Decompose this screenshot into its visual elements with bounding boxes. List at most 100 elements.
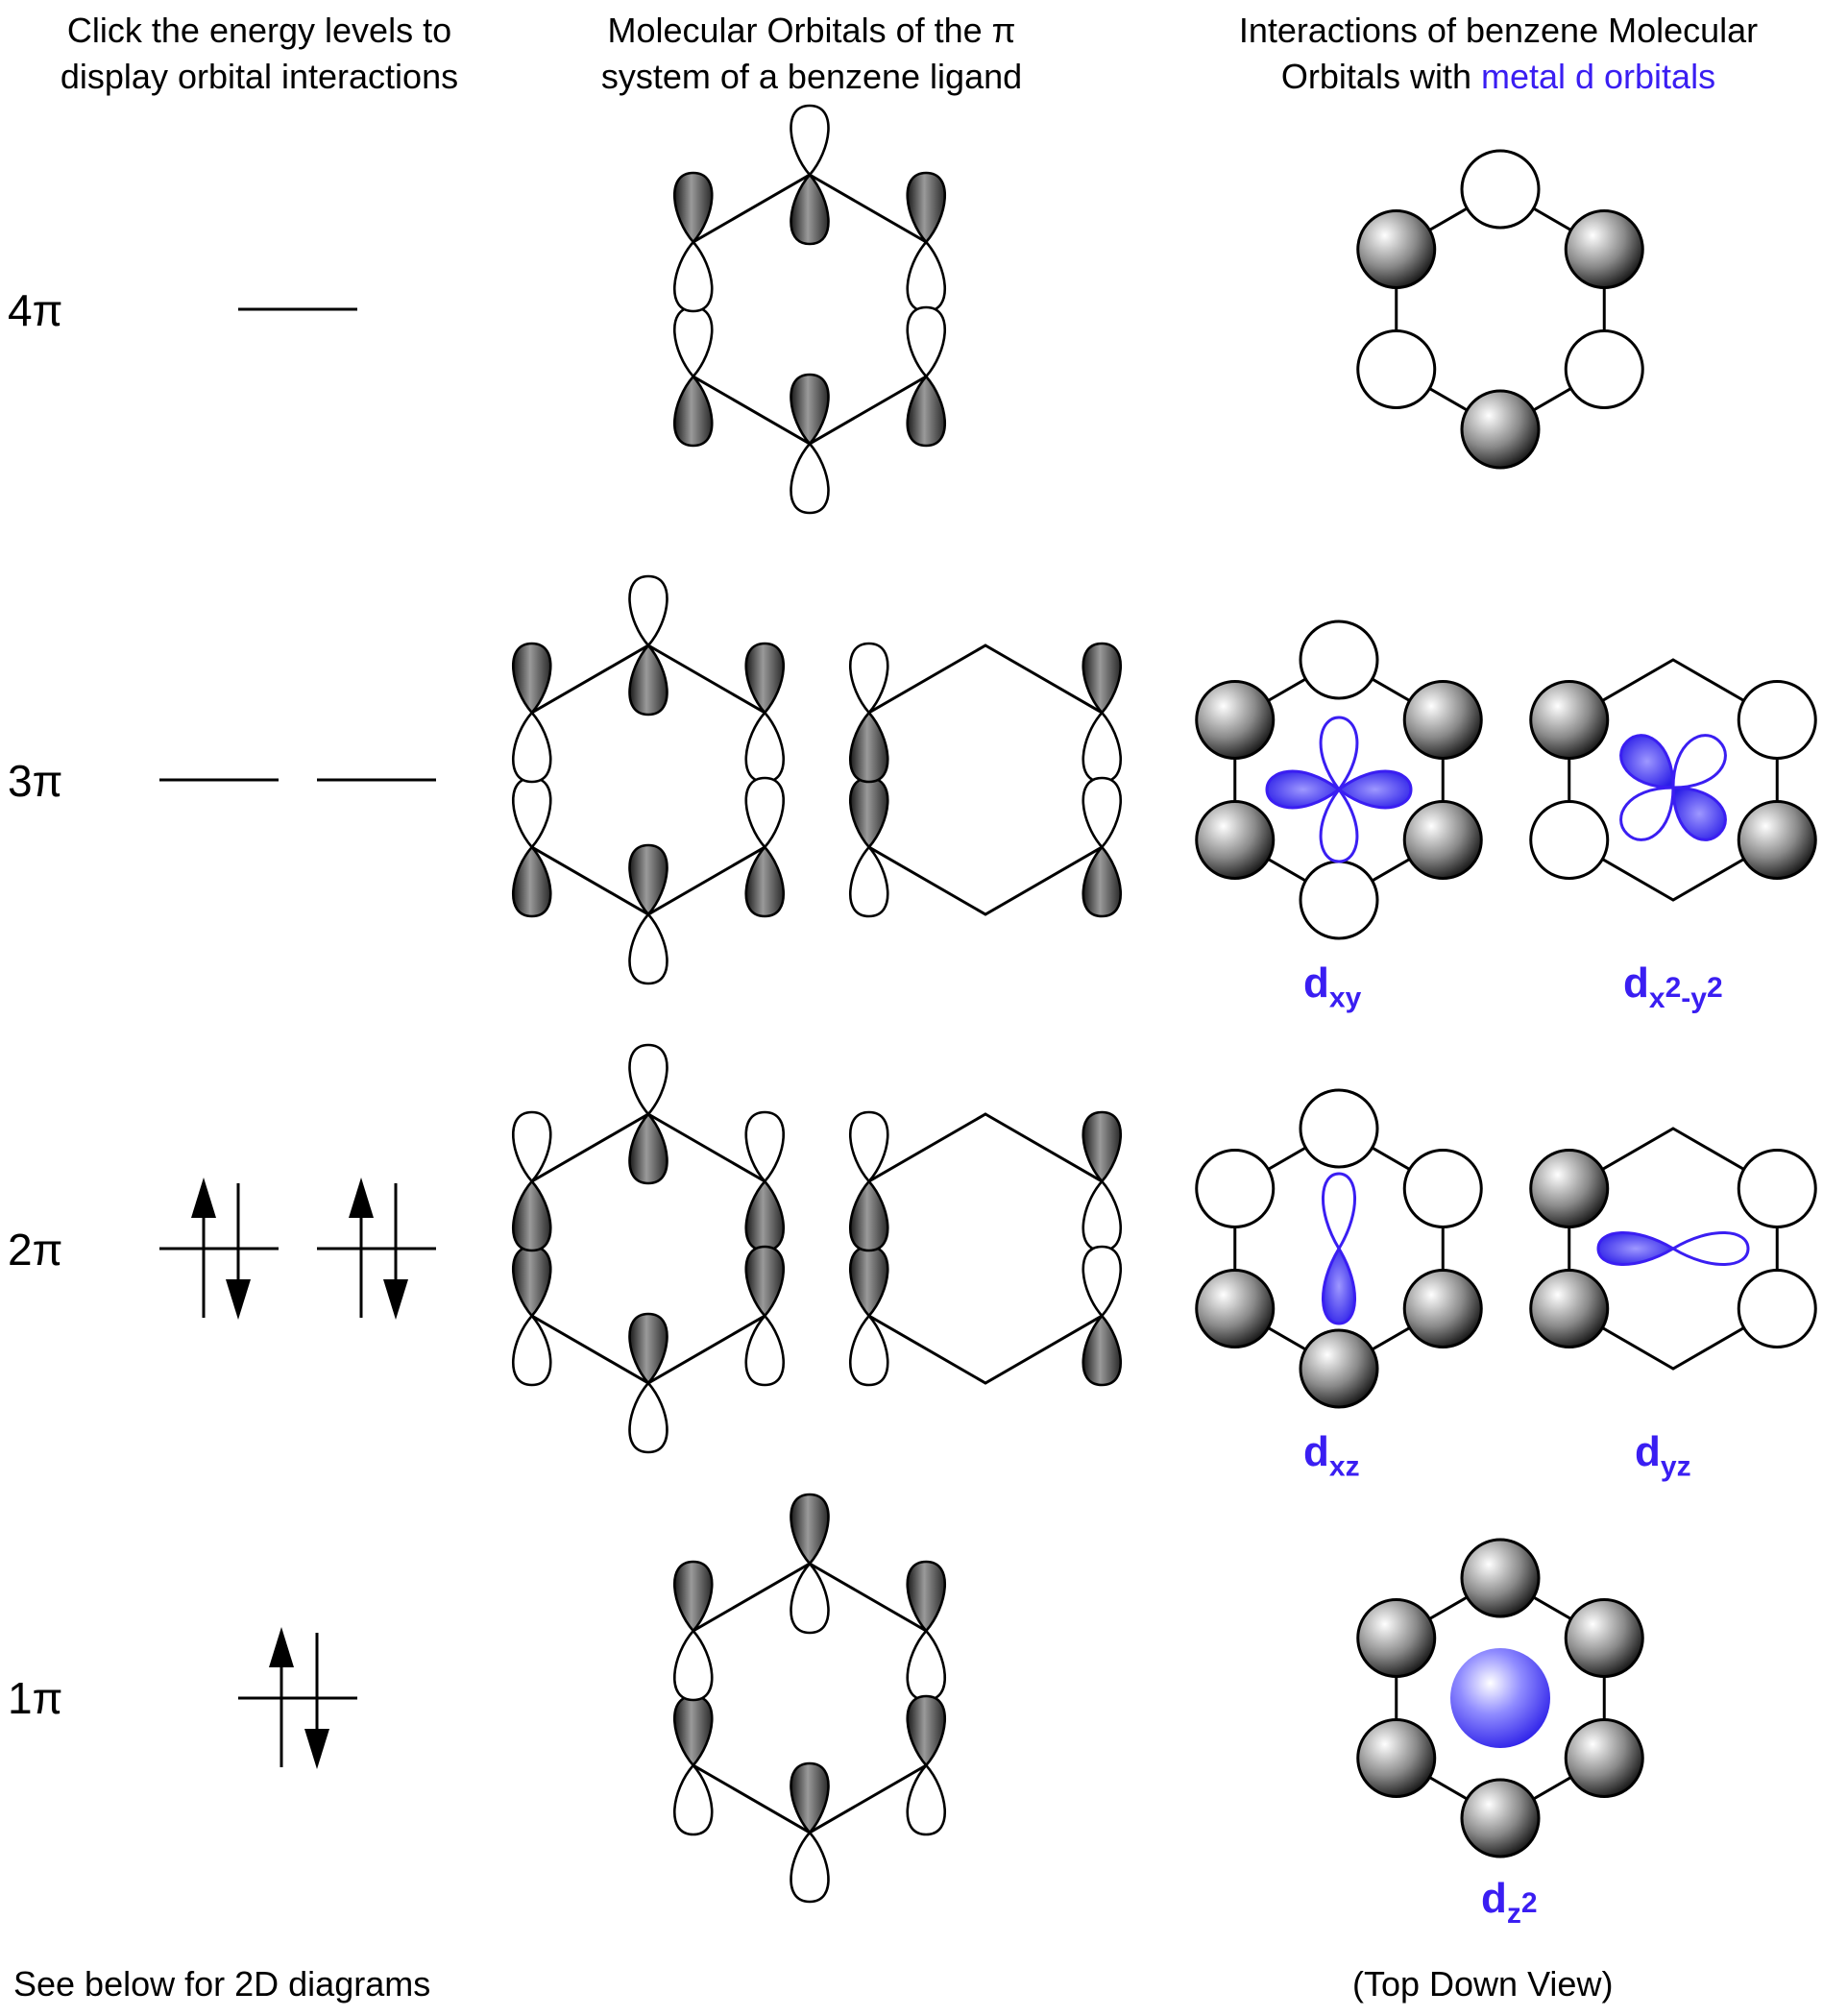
p-lobe-shaded [1082, 845, 1123, 918]
header-interactions-line1: Interactions of benzene Molecular [1238, 11, 1759, 50]
carbon-sphere-shaded [1356, 1718, 1437, 1798]
p-lobe-open [628, 1381, 668, 1454]
dxy-sub: xy [1328, 982, 1362, 1014]
p-lobe-open [906, 1629, 947, 1702]
mo-diagram-3pi-b [848, 642, 1123, 918]
p-lobe-shaded [744, 1245, 786, 1318]
p-lobe-shaded [672, 171, 714, 244]
p-lobe-open [628, 912, 668, 985]
p-lobe-open [672, 1763, 714, 1836]
carbon-sphere-open [1529, 800, 1610, 880]
header-energy-levels: Click the energy levels to display orbit… [10, 8, 509, 100]
dz2-sphere [1450, 1648, 1550, 1748]
dx2y2-sup-b: 2 [1706, 971, 1723, 1004]
carbon-sphere-shaded [1529, 680, 1610, 760]
topdown-dxz [1195, 1088, 1483, 1409]
carbon-sphere-shaded [1564, 1598, 1644, 1678]
footer-2d-diagrams-note[interactable]: See below for 2D diagrams [13, 1964, 431, 2004]
carbon-sphere-shaded [1460, 1778, 1541, 1858]
p-lobe-open [672, 1629, 714, 1702]
dyz-base: d [1635, 1428, 1661, 1475]
p-lobe-open [511, 711, 552, 784]
carbon-sphere-shaded [1737, 800, 1817, 880]
carbon-sphere-open [1195, 1149, 1276, 1228]
dz2-sub-z: z [1506, 1897, 1521, 1930]
p-lobe-shaded [511, 845, 552, 918]
p-lobe-shaded [672, 375, 714, 448]
topdown-dz2 [1356, 1538, 1644, 1858]
header-molecular-orbitals: Molecular Orbitals of the π system of a … [543, 8, 1081, 100]
header-interactions-line2: Orbitals with metal d orbitals [1181, 54, 1815, 100]
carbon-sphere-shaded [1529, 1149, 1610, 1228]
p-lobe-open [848, 845, 889, 918]
p-lobe-shaded [672, 1694, 714, 1767]
level-label-4pi: 4π [8, 285, 63, 335]
topdown-dxy [1195, 619, 1483, 940]
carbon-sphere-shaded [1195, 1269, 1276, 1348]
d-lobe-shaded [1619, 734, 1675, 789]
d-lobe-shaded [1265, 769, 1342, 810]
p-lobe-shaded [628, 1112, 668, 1185]
benzene-ring [867, 644, 1104, 916]
p-lobe-shaded [1082, 1110, 1123, 1183]
dyz-sub: yz [1660, 1450, 1691, 1483]
p-lobe-shaded [848, 776, 889, 849]
p-lobe-open [1082, 1179, 1123, 1252]
p-lobe-shaded [511, 1179, 552, 1252]
p-lobe-shaded [511, 1245, 552, 1318]
p-lobe-open [906, 305, 947, 378]
dz2-sup: 2 [1520, 1886, 1538, 1919]
p-lobe-shaded [511, 642, 552, 715]
carbon-sphere-shaded [1195, 800, 1276, 880]
header-energy-levels-line1: Click the energy levels to [66, 11, 452, 50]
dx2y2-sub-mid: -y [1681, 982, 1707, 1014]
electron-up-arrow [269, 1627, 294, 1767]
p-lobe-shaded [790, 1493, 830, 1566]
energy-level-2pi-a[interactable] [159, 1178, 279, 1320]
level-label-3pi: 3π [8, 756, 63, 806]
p-lobe-shaded [906, 171, 947, 244]
p-lobe-shaded [744, 642, 786, 715]
energy-level-1pi[interactable] [238, 1627, 357, 1769]
p-lobe-open [744, 711, 786, 784]
p-lobe-shaded [848, 1245, 889, 1318]
footer-top-down-view: (Top Down View) [1352, 1964, 1614, 2004]
carbon-sphere-shaded [1402, 800, 1483, 880]
dx2y2-sup-a: 2 [1665, 971, 1682, 1004]
d-lobe-shaded [1671, 786, 1727, 841]
dx2y2-sub-a: x [1648, 982, 1665, 1014]
carbon-sphere-shaded [1529, 1269, 1610, 1348]
d-lobe-open [1619, 786, 1675, 841]
header-interactions: Interactions of benzene Molecular Orbita… [1181, 8, 1815, 100]
carbon-sphere-shaded [1564, 209, 1644, 289]
d-lobe-shaded [1596, 1231, 1676, 1266]
energy-level-2pi-b[interactable] [317, 1178, 436, 1320]
d-lobe-open [1671, 734, 1727, 789]
p-lobe-open [511, 776, 552, 849]
carbon-sphere-open [1564, 329, 1644, 409]
p-lobe-shaded [848, 1179, 889, 1252]
benzene-ring [867, 1112, 1104, 1385]
p-lobe-shaded [672, 1560, 714, 1633]
carbon-sphere-open [1356, 329, 1437, 409]
mo-diagram-3pi-a [511, 574, 786, 985]
label-dxy: dxy [1303, 962, 1361, 1020]
p-lobe-shaded [790, 173, 830, 246]
carbon-sphere-open [1737, 1149, 1817, 1228]
p-lobe-shaded [628, 843, 668, 916]
carbon-sphere-shaded [1299, 1328, 1379, 1409]
carbon-sphere-open [1299, 860, 1379, 940]
label-dxz: dxz [1303, 1431, 1360, 1489]
p-lobe-open [672, 305, 714, 378]
header-molecular-orbitals-line2: system of a benzene ligand [600, 57, 1023, 96]
p-lobe-shaded [906, 1694, 947, 1767]
p-lobe-open [511, 1110, 552, 1183]
dxz-sub: xz [1328, 1450, 1360, 1483]
electron-up-arrow [349, 1178, 374, 1318]
p-lobe-open [906, 1763, 947, 1836]
topdown-4pi [1356, 149, 1644, 470]
carbon-sphere-shaded [1402, 680, 1483, 760]
p-lobe-open [744, 1110, 786, 1183]
p-lobe-open [744, 1314, 786, 1387]
p-lobe-open [1082, 776, 1123, 849]
